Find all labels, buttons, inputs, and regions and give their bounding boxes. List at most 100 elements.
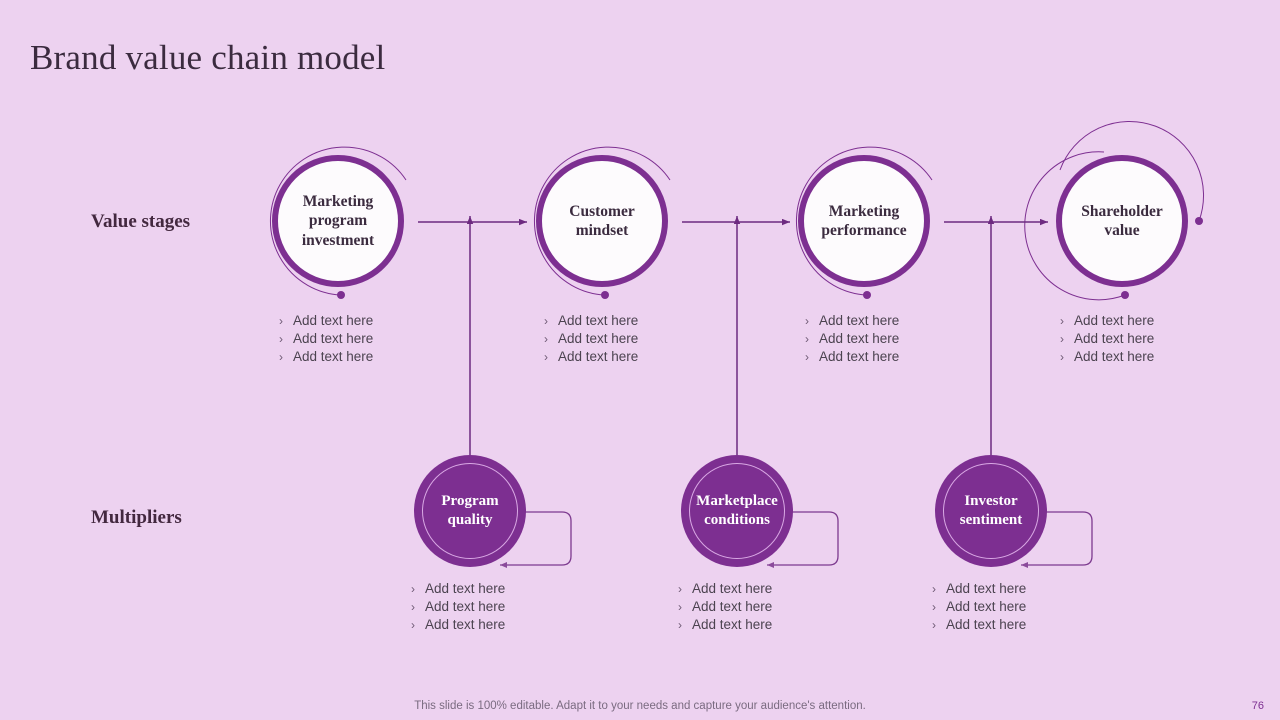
chevron-right-icon: › xyxy=(279,314,283,328)
list-item[interactable]: › Add text here xyxy=(544,349,638,367)
list-item-label: Add text here xyxy=(293,331,374,346)
list-item-label: Add text here xyxy=(293,313,374,328)
list-item[interactable]: › Add text here xyxy=(411,617,505,635)
chevron-right-icon: › xyxy=(544,350,548,364)
stage-title-line-1: Shareholder xyxy=(1081,202,1163,220)
list-item[interactable]: › Add text here xyxy=(544,331,638,349)
chevron-right-icon: › xyxy=(279,332,283,346)
list-item-label: Add text here xyxy=(692,617,773,632)
stage-title-line-2: value xyxy=(1104,222,1140,239)
stage-title-line-2: program xyxy=(308,212,368,230)
list-item[interactable]: › Add text here xyxy=(932,581,1026,599)
chevron-right-icon: › xyxy=(805,350,809,364)
list-item[interactable]: › Add text here xyxy=(678,599,772,617)
multiplier-title: Program quality xyxy=(435,492,504,530)
list-item[interactable]: › Add text here xyxy=(1060,331,1154,349)
chevron-right-icon: › xyxy=(805,332,809,346)
multiplier-title: Investor sentiment xyxy=(954,492,1029,530)
multiplier-title: Marketplace conditions xyxy=(690,492,784,530)
multiplier-title-line-1: Program xyxy=(441,493,499,510)
list-item-label: Add text here xyxy=(946,581,1027,596)
list-item-label: Add text here xyxy=(692,581,773,596)
chevron-right-icon: › xyxy=(678,618,682,632)
chevron-right-icon: › xyxy=(1060,332,1064,346)
multiplier-title-line-1: Investor xyxy=(964,493,1018,510)
chevron-right-icon: › xyxy=(1060,314,1064,328)
list-item-label: Add text here xyxy=(1074,331,1155,346)
list-item[interactable]: › Add text here xyxy=(279,331,373,349)
stage-title-line-3: investment xyxy=(301,231,375,249)
list-item[interactable]: › Add text here xyxy=(279,349,373,367)
stage-title-line-1: Marketing xyxy=(828,202,900,220)
list-item[interactable]: ›Add text here xyxy=(805,331,899,349)
multiplier-title-line-2: sentiment xyxy=(959,512,1023,528)
chevron-right-icon: › xyxy=(279,350,283,364)
list-item-label: Add text here xyxy=(293,349,374,364)
stage-title-line-2: mindset xyxy=(575,222,629,239)
chevron-right-icon: › xyxy=(678,582,682,596)
stage-title-line-1: Marketing xyxy=(302,192,374,210)
footer-note: This slide is 100% editable. Adapt it to… xyxy=(414,700,866,712)
chevron-right-icon: › xyxy=(544,314,548,328)
list-item-label: Add text here xyxy=(1074,349,1155,364)
stage-title-line-1: Customer xyxy=(569,202,635,220)
stage-circle-customer-mindset[interactable]: Customer mindset xyxy=(536,155,668,287)
multiplier-title-line-2: quality xyxy=(447,512,493,528)
list-item-label: Add text here xyxy=(425,617,506,632)
row-label-multipliers: Multipliers xyxy=(91,507,182,528)
stage-title: Customer mindset xyxy=(561,202,642,241)
list-item[interactable]: › Add text here xyxy=(932,599,1026,617)
list-item[interactable]: ›Add text here xyxy=(805,313,899,331)
stage-title: Shareholder value xyxy=(1073,202,1171,241)
page-number: 76 xyxy=(1251,700,1264,712)
stage-bullets-shareholder-value: › Add text here › Add text here › Add text … xyxy=(1060,313,1154,367)
list-item[interactable]: › Add text here xyxy=(411,581,505,599)
multiplier-bullets-marketplace-conditions: › Add text here › Add text here › Add text … xyxy=(678,581,772,635)
chevron-right-icon: › xyxy=(932,582,936,596)
chevron-right-icon: › xyxy=(544,332,548,346)
chevron-right-icon: › xyxy=(805,314,809,328)
multiplier-bullets-program-quality: › Add text here › Add text here › Add text … xyxy=(411,581,505,635)
list-item[interactable]: › Add text here xyxy=(932,617,1026,635)
stage-circle-shareholder-value[interactable]: Shareholder value xyxy=(1056,155,1188,287)
stage-title-line-2: performance xyxy=(821,222,907,239)
stage-title: Marketing program investment xyxy=(294,192,382,250)
list-item-label: Add text here xyxy=(819,349,900,364)
list-item[interactable]: › Add text here xyxy=(279,313,373,331)
list-item[interactable]: › Add text here xyxy=(805,349,899,367)
list-item-label: Add text here xyxy=(425,599,506,614)
list-item[interactable]: › Add text here xyxy=(1060,349,1154,367)
list-item-label: Add text here xyxy=(558,331,639,346)
stage-bullets-customer-mindset: › Add text here › Add text here › Add text … xyxy=(544,313,638,367)
list-item-label: Add text here xyxy=(558,313,639,328)
list-item[interactable]: › Add text here xyxy=(1060,313,1154,331)
list-item-label: Add text here xyxy=(946,599,1027,614)
list-item-label: Add text here xyxy=(692,599,773,614)
list-item-label: Add text here xyxy=(425,581,506,596)
list-item[interactable]: › Add text here xyxy=(544,313,638,331)
stage-bullets-marketing-program-investment: › Add text here › Add text here › Add text … xyxy=(279,313,373,367)
list-item-label: Add text here xyxy=(1074,313,1155,328)
chevron-right-icon: › xyxy=(1060,350,1064,364)
multiplier-circle-marketplace-conditions[interactable]: Marketplace conditions xyxy=(681,455,793,567)
list-item[interactable]: › Add text here xyxy=(678,581,772,599)
multiplier-circle-investor-sentiment[interactable]: Investor sentiment xyxy=(935,455,1047,567)
row-label-value-stages: Value stages xyxy=(91,211,191,232)
chevron-right-icon: › xyxy=(411,582,415,596)
stage-circle-marketing-program-investment[interactable]: Marketing program investment xyxy=(272,155,404,287)
page-title: Brand value chain model xyxy=(30,38,386,77)
chevron-right-icon: › xyxy=(411,618,415,632)
chevron-right-icon: › xyxy=(411,600,415,614)
multiplier-circle-program-quality[interactable]: Program quality xyxy=(414,455,526,567)
chevron-right-icon: › xyxy=(932,600,936,614)
chevron-right-icon: › xyxy=(932,618,936,632)
chevron-right-icon: › xyxy=(678,600,682,614)
list-item-label: Add text here xyxy=(558,349,639,364)
list-item-label: Add text here xyxy=(946,617,1027,632)
stage-title: Marketing performance xyxy=(813,202,914,241)
list-item[interactable]: › Add text here xyxy=(678,617,772,635)
list-item[interactable]: › Add text here xyxy=(411,599,505,617)
multiplier-title-line-1: Marketplace xyxy=(696,493,778,510)
stage-circle-marketing-performance[interactable]: Marketing performance xyxy=(798,155,930,287)
